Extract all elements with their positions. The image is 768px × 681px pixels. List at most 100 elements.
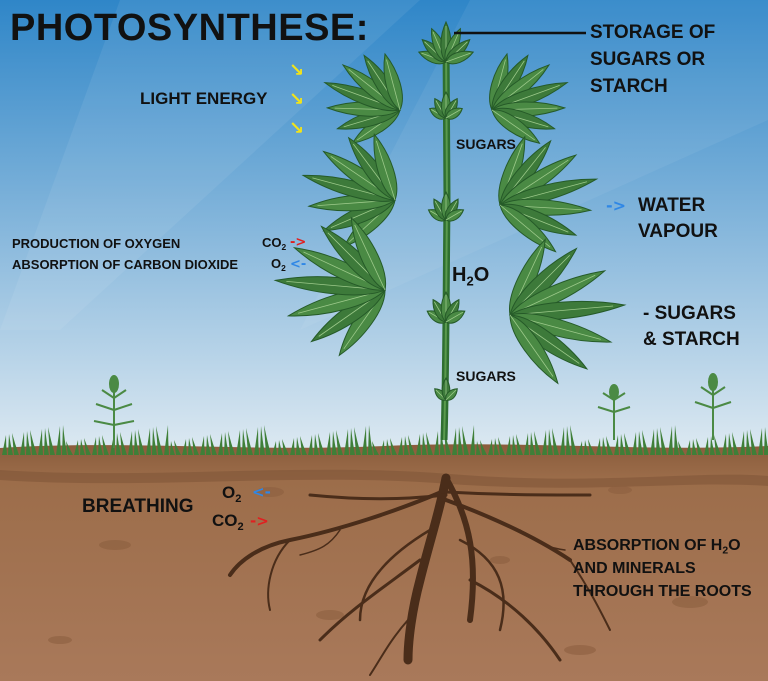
- grass-blade: [260, 426, 265, 455]
- grass-blade: [2, 435, 7, 455]
- page-title: PHOTOSYNTHESE:: [10, 7, 369, 49]
- leaf-fan: [429, 91, 463, 120]
- storage-label-line2: SUGARS OR: [590, 49, 706, 70]
- grass-blade: [128, 431, 133, 455]
- grass-blade: [138, 429, 145, 455]
- grass-blade: [588, 439, 595, 455]
- grass-blade: [170, 441, 175, 455]
- grass-blade: [452, 428, 457, 455]
- water-vapour-label-line2: VAPOUR: [638, 221, 718, 242]
- grass-blade: [434, 431, 439, 455]
- grass-blade: [656, 428, 661, 455]
- grass-blade: [386, 439, 391, 455]
- storage-label-line3: STARCH: [590, 76, 668, 97]
- storage-pointer-line: [454, 31, 586, 35]
- grass-blade: [668, 426, 673, 455]
- grass-blade: [408, 435, 415, 455]
- grass-blade: [200, 436, 205, 455]
- light-arrow-1: ↘: [289, 60, 305, 81]
- grass-blade: [30, 430, 37, 455]
- breathing-label: BREATHING: [82, 496, 194, 517]
- grass-blade: [624, 433, 631, 455]
- leaf-vein: [375, 140, 396, 201]
- grass-blade: [512, 435, 517, 455]
- grass-blade: [516, 434, 523, 455]
- grass-blade: [422, 433, 427, 455]
- grass-blade: [506, 436, 511, 455]
- grass-blade: [182, 439, 187, 455]
- grass-blade: [740, 431, 745, 455]
- grass-blade: [152, 427, 157, 455]
- grass-blade: [534, 431, 541, 455]
- grass-blade: [650, 429, 655, 455]
- grass-blade: [732, 432, 739, 455]
- leaf-fan: [498, 135, 599, 253]
- grass-blade: [8, 434, 13, 455]
- grass-blade: [308, 435, 313, 455]
- roots-label-line2: AND MINERALS: [573, 560, 696, 577]
- grass-blade: [228, 431, 235, 455]
- storage-label-line1: STORAGE OF: [590, 22, 716, 43]
- grass-blade: [74, 440, 79, 455]
- grass-blade: [638, 431, 643, 455]
- grass-blade: [26, 431, 31, 455]
- light-energy-label: LIGHT ENERGY: [140, 89, 268, 108]
- grass-blade: [336, 430, 343, 455]
- grass-blade: [246, 428, 253, 455]
- grass-blade: [728, 433, 733, 455]
- small-plant-left: [93, 375, 135, 448]
- leaf-vein: [445, 311, 464, 323]
- sugars-top-label: SUGARS: [456, 136, 516, 152]
- grass-blade: [602, 437, 607, 455]
- grass-blade: [620, 434, 625, 455]
- leaf-fan: [489, 52, 569, 144]
- absorption-co2-label: ABSORPTION OF CARBON DIOXIDE: [12, 257, 239, 272]
- grass-blade: [578, 441, 583, 455]
- o2-leaf-arrow: <-: [290, 257, 307, 272]
- grass-blade: [272, 441, 277, 455]
- grass-blade: [704, 437, 709, 455]
- grass-blade: [326, 432, 331, 455]
- leaf-vein: [445, 109, 461, 119]
- grass-blade: [80, 439, 85, 455]
- grass-blade: [44, 428, 49, 455]
- grass-blade: [56, 426, 61, 455]
- sugars-bottom-label: SUGARS: [456, 368, 516, 384]
- co2-root-arrow: ->: [250, 512, 269, 530]
- grass-blade: [542, 430, 547, 455]
- grass-blade: [350, 428, 355, 455]
- leaf-fan: [417, 20, 475, 65]
- grass-blade: [750, 429, 757, 455]
- co2-leaf-label: CO2: [262, 235, 287, 252]
- leaf-vein: [445, 52, 471, 63]
- roots: [228, 473, 611, 676]
- grass-blade: [332, 431, 337, 455]
- grass-blade: [38, 429, 43, 455]
- grass-blade: [116, 433, 121, 455]
- soil-layer: [0, 469, 768, 488]
- and-starch-label: & STARCH: [643, 329, 740, 350]
- grass-blade: [282, 439, 289, 455]
- leaf-fan: [301, 133, 398, 248]
- sky-rays: [0, 0, 420, 330]
- grass-blade: [372, 441, 379, 455]
- o2-root-label: O2: [222, 483, 242, 505]
- grass-blade: [102, 435, 109, 455]
- grass-blade: [254, 427, 259, 455]
- grass-blade: [678, 441, 685, 455]
- soil-stones: [48, 486, 708, 655]
- grass-blade: [66, 441, 73, 455]
- grass-blade: [548, 429, 553, 455]
- grass-blade: [84, 438, 91, 455]
- grass-blade: [314, 434, 319, 455]
- grass-blade: [98, 436, 103, 455]
- water-vapour-label-line1: WATER: [638, 195, 706, 216]
- grass-blade: [174, 440, 181, 455]
- grass-blade: [62, 425, 67, 455]
- h2o-stem-label: H2O: [452, 264, 490, 289]
- grass-blade: [218, 433, 223, 455]
- grass-blade: [480, 440, 487, 455]
- co2-root-label: CO2: [212, 511, 244, 533]
- roots-label-line3: THROUGH THE ROOTS: [573, 583, 752, 600]
